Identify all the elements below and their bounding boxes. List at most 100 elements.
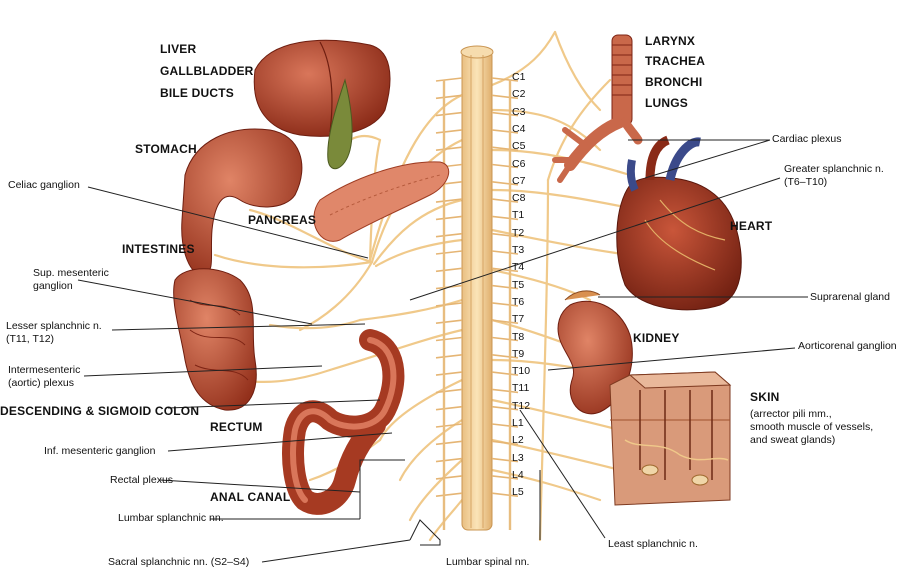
- nerve-root: [435, 336, 463, 342]
- nerve-root: [491, 215, 519, 221]
- anal-canal-label: ANAL CANAL: [210, 490, 291, 504]
- pancreas: [313, 161, 450, 242]
- heart-label: HEART: [730, 219, 773, 233]
- nerve-root: [435, 388, 463, 394]
- stomach-label: STOMACH: [135, 142, 197, 156]
- spinal-segment-t6: T6: [512, 295, 525, 308]
- aorticorenal-label: Aorticorenal ganglion: [798, 340, 897, 352]
- nerve-root: [435, 492, 463, 497]
- greater-splanchnic-label: Greater splanchnic n. (T6–T10): [784, 163, 884, 189]
- spinal-segment-t10: T10: [512, 365, 531, 378]
- trachea-label: TRACHEA: [645, 54, 706, 68]
- intestines: [173, 268, 257, 411]
- celiac-ganglion-label: Celiac ganglion: [8, 179, 80, 191]
- skin-note-line: and sweat glands): [750, 434, 836, 446]
- spinal-segment-c1: C1: [512, 71, 526, 83]
- nerve-root: [435, 423, 463, 428]
- nerve-root: [491, 181, 519, 186]
- nerve-root: [435, 319, 463, 324]
- greater-splanchnic-line: (T6–T10): [784, 176, 828, 188]
- spinal-segment-c7: C7: [512, 174, 526, 187]
- skin-note-line: smooth muscle of vessels,: [750, 421, 874, 433]
- leader-lines: [77, 139, 808, 563]
- lesser-splanchnic-line: Lesser splanchnic n.: [6, 320, 102, 332]
- rectal-plexus-label: Rectal plexus: [110, 474, 174, 486]
- nerve-root: [491, 111, 519, 117]
- nerve-root: [491, 77, 519, 82]
- spinal-segment-t9: T9: [512, 347, 525, 360]
- spinal-segment-t7: T7: [512, 313, 525, 326]
- spinal-segment-t8: T8: [512, 330, 525, 343]
- lesser-splanchnic-line: (T11, T12): [6, 333, 55, 345]
- spinal-segment-c8: C8: [512, 192, 526, 205]
- nerve-root: [435, 77, 463, 82]
- nerve-root: [435, 457, 463, 463]
- nerve-root: [435, 440, 463, 446]
- sup-mesenteric-line: Sup. mesenteric: [33, 267, 109, 279]
- spinal-segment-c6: C6: [512, 157, 526, 170]
- spinal-segment-l4: L4: [512, 468, 524, 481]
- colon-rectum: [282, 329, 405, 515]
- nerve-root: [491, 371, 519, 376]
- gallbladder-label: GALLBLADDER: [160, 64, 254, 78]
- intermesenteric-line: Intermesenteric: [8, 364, 81, 376]
- spinal-segment-c3: C3: [512, 105, 526, 118]
- lungs-label: LUNGS: [645, 96, 688, 110]
- nerve-root: [491, 146, 519, 151]
- larynx-trachea: [552, 34, 643, 183]
- spinal-segment-l2: L2: [512, 434, 524, 447]
- nerve-root: [491, 475, 519, 480]
- lumbar-spinal-label: Lumbar spinal nn.: [446, 556, 530, 568]
- nerve-root: [435, 405, 463, 411]
- nerve-root: [435, 475, 463, 480]
- spinal-segment-t3: T3: [512, 244, 525, 256]
- nerve-root: [491, 388, 519, 394]
- nerve-root: [435, 111, 463, 117]
- nerve-root: [491, 284, 519, 290]
- pancreas-label: PANCREAS: [248, 213, 317, 227]
- nerve-root: [435, 198, 463, 203]
- spinal-segment-t5: T5: [512, 278, 525, 291]
- nerve-root: [491, 129, 519, 134]
- larynx-label: LARYNX: [645, 34, 696, 48]
- nerve-root: [491, 198, 519, 203]
- spinal-segment-l5: L5: [512, 486, 524, 499]
- nerve-root: [491, 319, 519, 324]
- stomach: [181, 128, 303, 276]
- sup-mesenteric-label: Sup. mesenteric ganglion: [33, 267, 109, 293]
- intermesenteric-label: Intermesenteric (aortic) plexus: [8, 364, 80, 390]
- nerve-root: [491, 423, 519, 428]
- bile-ducts-label: BILE DUCTS: [160, 86, 234, 100]
- spinal-segment-t1: T1: [512, 209, 525, 222]
- nerve-root: [435, 215, 463, 221]
- spinal-segment-c4: C4: [512, 122, 526, 135]
- greater-splanchnic-line: Greater splanchnic n.: [784, 163, 884, 175]
- nerve-root: [491, 232, 519, 238]
- rectum-label: RECTUM: [210, 420, 263, 434]
- nerve-root: [435, 267, 463, 273]
- sup-mesenteric-line: ganglion: [33, 280, 73, 292]
- spinal-segment-t2: T2: [512, 226, 525, 239]
- sacral-splanchnic-label: Sacral splanchnic nn. (S2–S4): [108, 556, 250, 568]
- cardiac-plexus-label: Cardiac plexus: [772, 133, 842, 145]
- nerve-root: [491, 457, 519, 463]
- spinal-segment-l1: L1: [512, 417, 524, 429]
- skin-note-line: (arrector pili mm.,: [750, 408, 832, 420]
- nerve-root: [435, 232, 463, 238]
- nerve-root: [435, 129, 463, 134]
- nerve-root: [491, 440, 519, 446]
- spinal-segment-c2: C2: [512, 88, 526, 101]
- lesser-splanchnic-label: Lesser splanchnic n. (T11, T12): [6, 320, 102, 346]
- intermesenteric-line: (aortic) plexus: [8, 377, 74, 389]
- nerve-root: [435, 146, 463, 151]
- bronchi-label: BRONCHI: [645, 75, 703, 89]
- nerve-root: [491, 405, 519, 411]
- suprarenal-label: Suprarenal gland: [810, 291, 890, 303]
- spinal-segment-t4: T4: [512, 261, 525, 274]
- lumbar-splanchnic-label: Lumbar splanchnic nn.: [118, 512, 224, 524]
- liver: [253, 39, 391, 170]
- nerve-root: [491, 336, 519, 342]
- nerve-root: [435, 354, 463, 359]
- nerve-root: [491, 94, 519, 100]
